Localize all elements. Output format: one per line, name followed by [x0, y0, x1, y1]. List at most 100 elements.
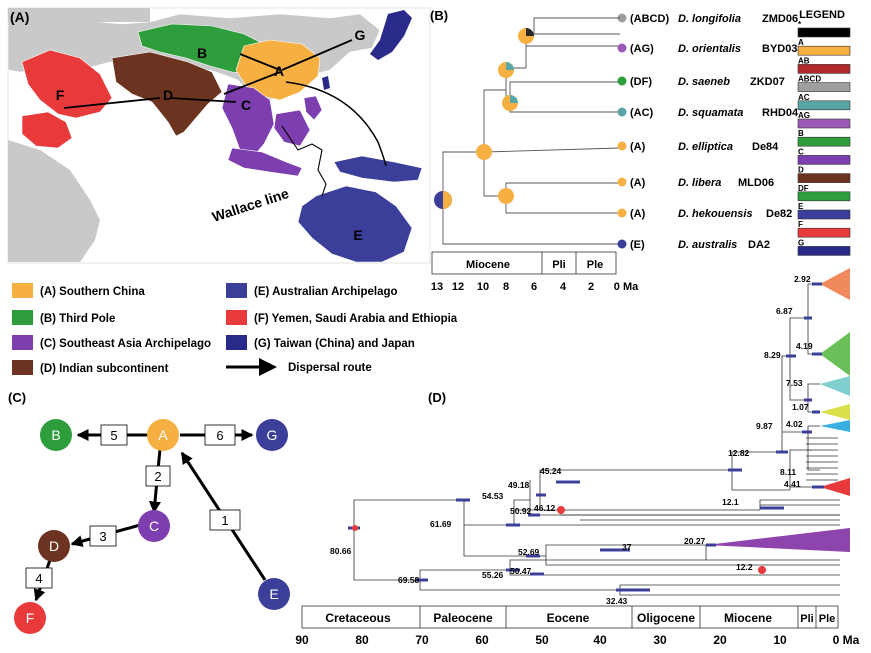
axis-tick: 6 — [531, 281, 537, 293]
route-line — [169, 97, 237, 103]
legend-item-swatch — [797, 118, 851, 129]
node-d-label: D — [49, 538, 59, 554]
node-age: 32.43 — [606, 596, 628, 606]
legend-item-label: G — [798, 238, 804, 247]
node-age: 2.92 — [794, 274, 811, 284]
tip-range: (AC) — [630, 107, 654, 119]
legend-dispersal-label: Dispersal route — [288, 362, 372, 374]
route-number-1: 1 — [221, 513, 228, 528]
node-age: 37 — [622, 542, 632, 552]
region-f-shape — [21, 111, 73, 149]
tip-range: (DF) — [630, 76, 652, 88]
tip-species: D. libera — [678, 177, 721, 189]
map-letter-g: G — [355, 27, 366, 43]
node-age: 4.19 — [796, 341, 813, 351]
tip-specimen: RHD04 — [762, 107, 799, 119]
node-age: 61.69 — [430, 519, 452, 529]
collapsed-clade — [820, 404, 850, 420]
period-label: Eocene — [547, 611, 590, 625]
legend-title: LEGEND — [799, 9, 845, 21]
legend-label-c: (C) Southeast Asia Archipelago — [40, 338, 211, 350]
region-d-shape — [111, 51, 223, 137]
tip-species: D. australis — [678, 239, 737, 251]
node-age: 45.24 — [540, 466, 562, 476]
legend-label-g: (G) Taiwan (China) and Japan — [254, 338, 415, 350]
axis-tick: 90 — [295, 633, 309, 647]
collapsed-clade — [820, 376, 850, 396]
tip-range-dot — [617, 107, 627, 117]
tip-specimen: De82 — [766, 208, 792, 220]
axis-tick: 0 Ma — [833, 633, 860, 647]
node-age: 49.18 — [508, 480, 530, 490]
route-box-5 — [100, 424, 128, 446]
legend-item-swatch — [797, 191, 851, 202]
route-box-3 — [89, 525, 117, 547]
collapsed-clade — [820, 478, 850, 496]
network-nodes: A B G C D F E — [14, 419, 290, 634]
ancestral-state-pie — [526, 28, 534, 36]
node-age: 50.92 — [510, 506, 532, 516]
legend-swatch-g — [226, 335, 247, 350]
tip-species: D. elliptica — [678, 141, 733, 153]
map-letter-f: F — [56, 87, 65, 103]
node-e-label: E — [269, 586, 278, 602]
land-mass — [8, 8, 150, 22]
legend-swatch-c — [12, 335, 33, 350]
collapsed-clade — [706, 528, 850, 552]
axis-tick: 10 — [773, 633, 787, 647]
node-age: 55.26 — [482, 570, 504, 580]
tip-species: D. orientalis — [678, 43, 741, 55]
tip-species: D. hekouensis — [678, 208, 753, 220]
route-number-6: 6 — [216, 428, 223, 443]
axis-tick: 50 — [535, 633, 549, 647]
region-c-shape — [303, 95, 323, 121]
route-number-3: 3 — [99, 529, 106, 544]
node-e — [258, 578, 290, 610]
period-label: Ple — [819, 613, 836, 625]
route-line — [239, 53, 281, 71]
node-age: 8.29 — [764, 350, 781, 360]
map-letter-c: C — [241, 97, 251, 113]
tip-range: (A) — [630, 208, 646, 220]
node-age: 54.53 — [482, 491, 504, 501]
region-e-shape — [333, 155, 423, 183]
legend-item-label: D — [798, 166, 804, 175]
legend-item-swatch — [797, 155, 851, 165]
tip-specimen: ZMD06 — [762, 13, 798, 25]
tip-range: (A) — [630, 141, 646, 153]
node-age: 50.47 — [510, 566, 532, 576]
axis-tick: 2 — [588, 281, 594, 293]
tree-b-tip-labels: (ABCD) D. longifolia ZMD06 (AG) D. orien… — [630, 13, 799, 251]
node-age: 69.58 — [398, 575, 420, 585]
ancestral-state-pie — [476, 144, 492, 160]
collapsed-clades — [706, 268, 850, 552]
period-label: Pli — [800, 613, 813, 625]
tip-range-dot — [617, 76, 627, 86]
tip-range-dot — [617, 177, 627, 187]
tip-specimen: De84 — [752, 141, 779, 153]
legend-label-b: (B) Third Pole — [40, 313, 115, 325]
axis-tick: 4 — [560, 281, 567, 293]
legend-swatch-f — [226, 310, 247, 325]
region-g-shape — [322, 76, 330, 90]
epoch-label: Ple — [587, 259, 604, 271]
map-letter-a: A — [274, 63, 284, 79]
route-box-4 — [25, 567, 53, 589]
tip-range: (A) — [630, 177, 646, 189]
node-a-label: A — [158, 427, 168, 443]
tip-specimen: BYD03 — [762, 43, 797, 55]
axis-tick: 0 Ma — [614, 281, 639, 293]
tip-species: D. squamata — [678, 107, 743, 119]
collapsed-clade — [820, 268, 850, 300]
ancestral-state-pie — [498, 188, 514, 204]
map-letter-d: D — [163, 87, 173, 103]
route-boxes: 5 6 2 3 4 1 — [25, 424, 241, 589]
tip-range-dot — [617, 13, 627, 23]
tip-specimen: DA2 — [748, 239, 770, 251]
legend-item-swatch — [797, 100, 851, 111]
node-f-label: F — [26, 610, 35, 626]
legend-label-f: (F) Yemen, Saudi Arabia and Ethiopia — [254, 313, 458, 325]
tip-range: (ABCD) — [630, 13, 669, 25]
period-label: Paleocene — [433, 611, 493, 625]
